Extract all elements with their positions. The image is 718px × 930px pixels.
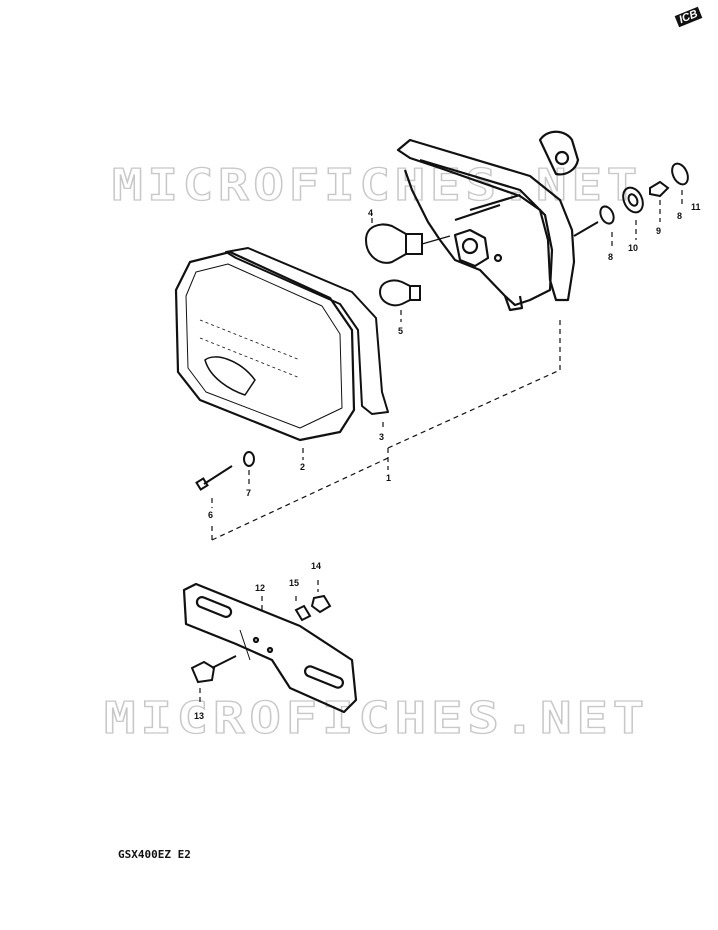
callout-13: 13 bbox=[194, 711, 204, 721]
model-code: GSX400EZ E2 bbox=[118, 848, 191, 861]
watermark-top: MICROFICHES.NET bbox=[112, 160, 642, 211]
bulb-large bbox=[364, 223, 451, 264]
watermark-bottom: MICROFICHES.NET bbox=[104, 693, 649, 744]
callout-5: 5 bbox=[398, 326, 403, 336]
screw-and-washer bbox=[195, 451, 255, 491]
leader-lines bbox=[199, 190, 683, 706]
callout-11: 11 bbox=[691, 202, 701, 212]
callout-4: 4 bbox=[368, 208, 373, 218]
callout-14: 14 bbox=[311, 561, 321, 571]
lamp-housing bbox=[396, 130, 580, 312]
callout-6: 6 bbox=[208, 510, 213, 520]
callout-1: 1 bbox=[386, 473, 391, 483]
callout-3: 3 bbox=[379, 432, 384, 442]
callout-10: 10 bbox=[628, 243, 638, 253]
callout-12: 12 bbox=[255, 583, 265, 593]
bulb-small bbox=[378, 279, 421, 307]
callout-7: 7 bbox=[246, 488, 251, 498]
mount-hardware-right bbox=[573, 162, 689, 237]
bracket-fasteners bbox=[190, 594, 332, 684]
callout-labels: 1 2 3 4 5 6 7 8 9 10 8 11 12 13 14 15 bbox=[194, 202, 701, 721]
license-bracket bbox=[182, 582, 358, 714]
lamp-gasket bbox=[225, 247, 389, 415]
lamp-lens bbox=[174, 250, 356, 442]
callout-8-lower: 8 bbox=[608, 252, 613, 262]
callout-9: 9 bbox=[656, 226, 661, 236]
callout-2: 2 bbox=[300, 462, 305, 472]
callout-8-upper: 8 bbox=[677, 211, 682, 221]
callout-15: 15 bbox=[289, 578, 299, 588]
